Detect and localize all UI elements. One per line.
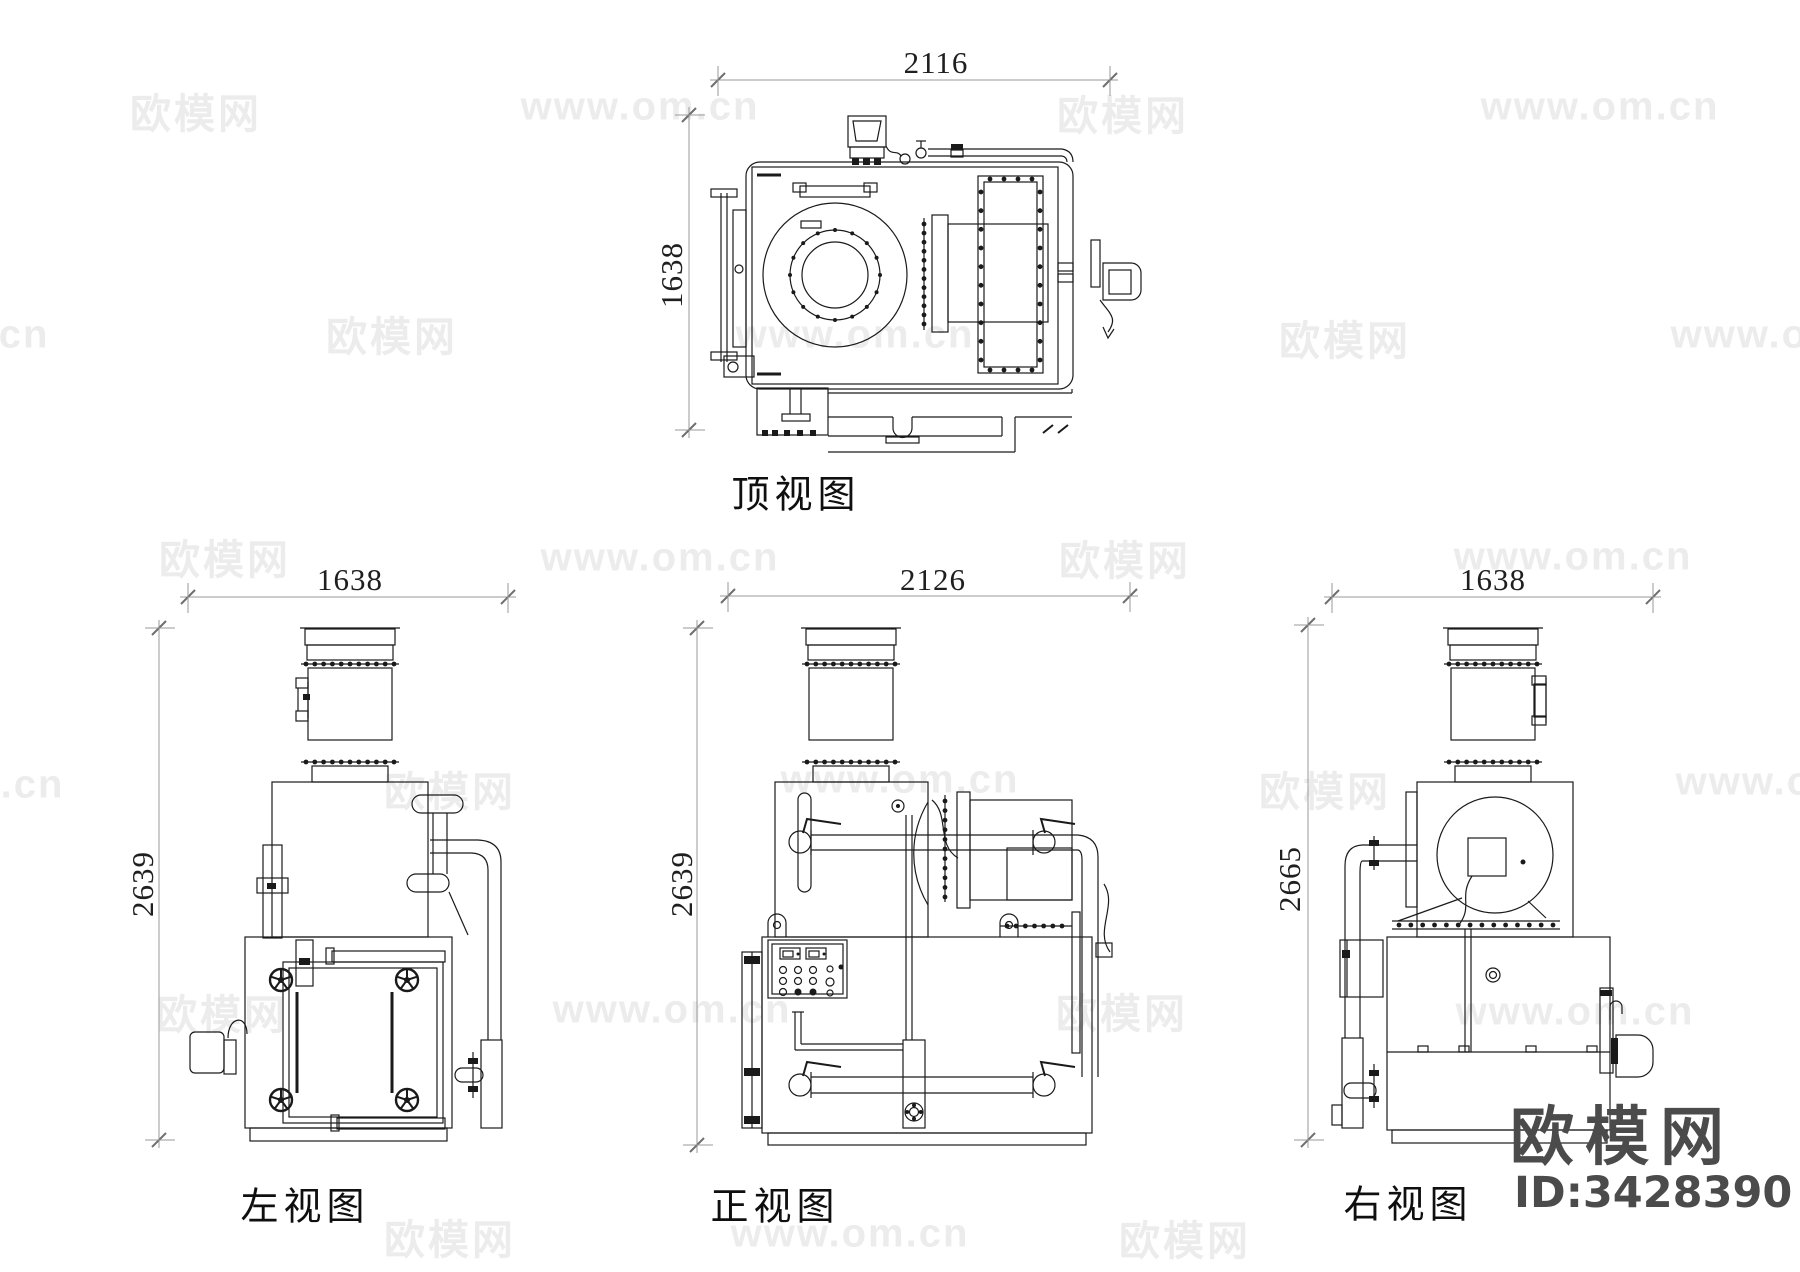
front-view-geometry (741, 627, 1113, 1146)
label-left-view: 左视图 (240, 1186, 370, 1229)
dim-top-width: 2116 (903, 45, 969, 80)
dim-left-width: 1638 (317, 562, 383, 597)
top-view-geometry (710, 115, 1142, 453)
dim-front-width: 2126 (900, 562, 966, 597)
left-view-geometry (189, 627, 503, 1142)
label-front-view: 正视图 (710, 1186, 840, 1229)
site-logo: 欧模网 (1510, 1101, 1735, 1175)
dim-left-height: 2639 (125, 851, 160, 917)
label-right-view: 右视图 (1343, 1184, 1473, 1227)
dim-right-width: 1638 (1460, 562, 1526, 597)
dim-right-height: 2665 (1272, 846, 1307, 912)
dimension-lines (145, 66, 1661, 1153)
right-view-geometry (1331, 627, 1654, 1144)
label-top-view: 顶视图 (731, 474, 861, 517)
dim-front-height: 2639 (664, 851, 699, 917)
model-id-badge: ID:3428390 (1514, 1168, 1793, 1218)
dim-top-height: 1638 (654, 242, 689, 308)
